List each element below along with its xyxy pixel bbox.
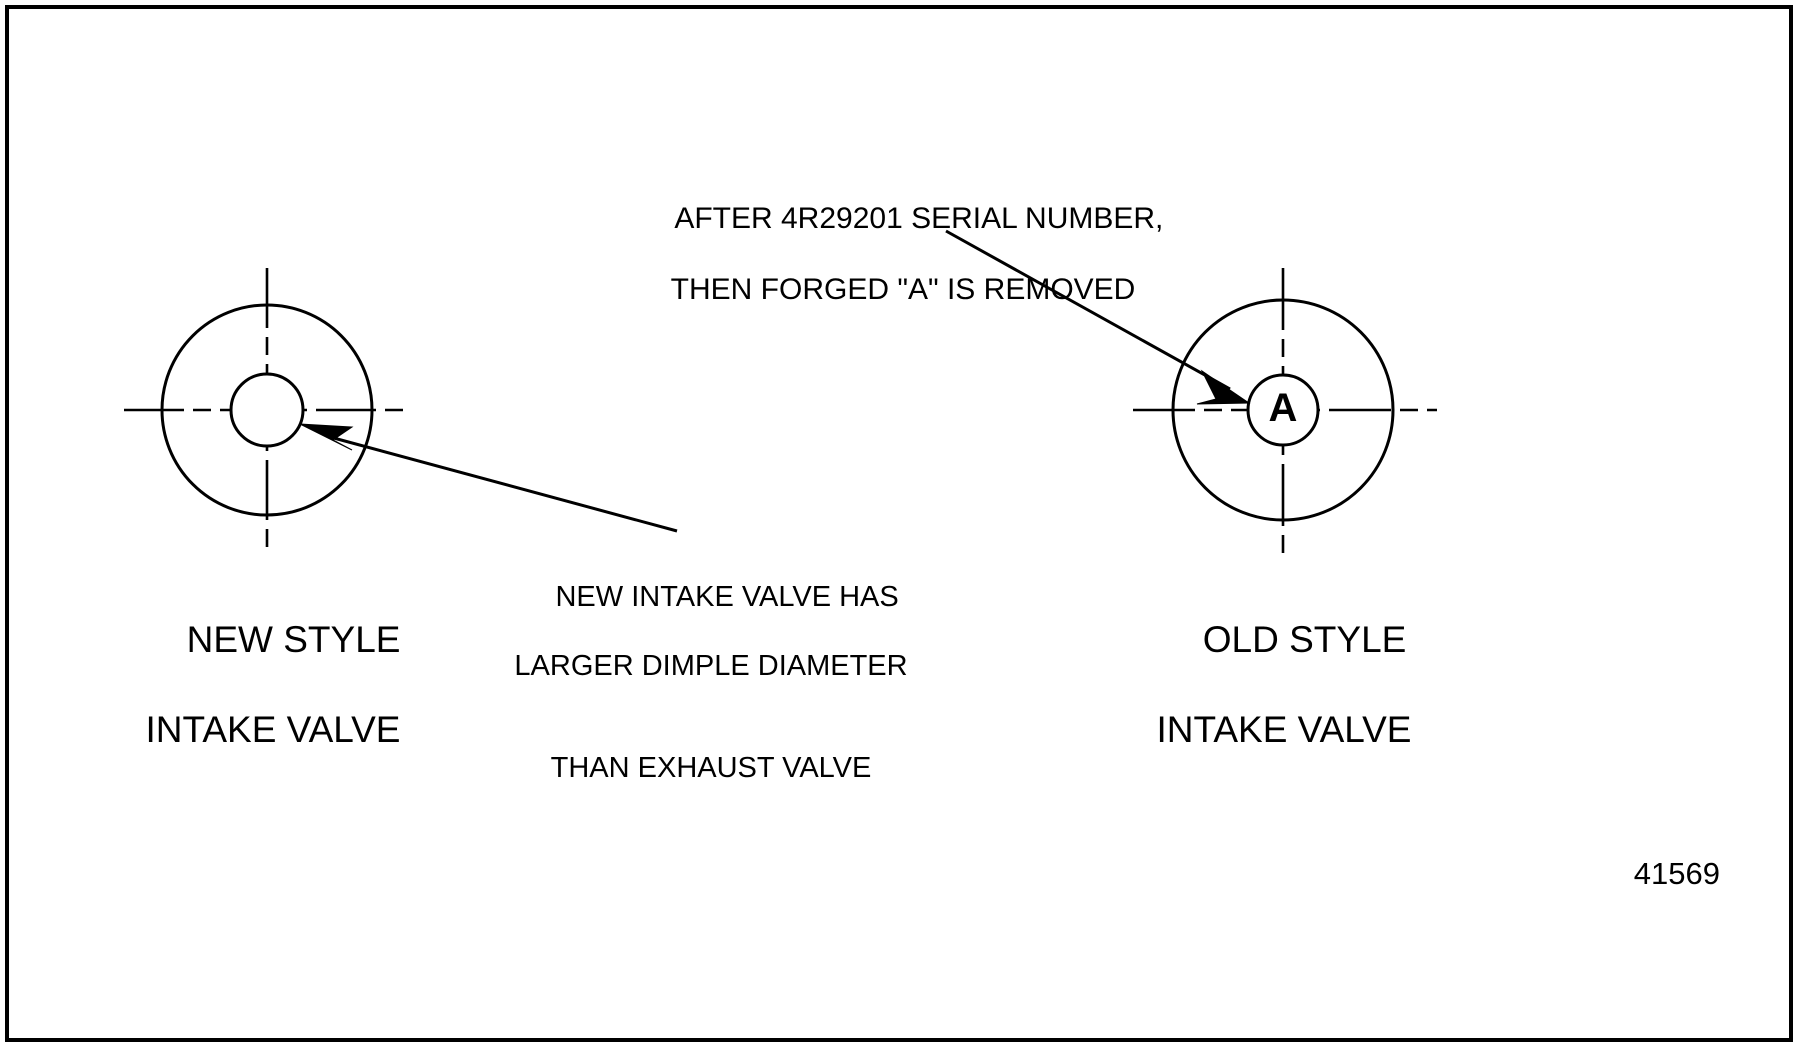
new-style-caption-line-1: NEW STYLE — [186, 619, 401, 661]
old-style-valve-caption: OLD STYLE INTAKE VALVE — [1008, 572, 1560, 843]
diagram-border-frame — [5, 5, 1793, 1042]
top-leader-shaft — [945, 229, 1231, 391]
figure-number: 41569 — [1633, 856, 1720, 891]
new-style-valve-caption: NEW STYLE INTAKE VALVE — [0, 572, 546, 843]
middle-note-leader-line — [299, 423, 678, 533]
middle-note-line-3: THAN EXHAUST VALVE — [550, 752, 872, 785]
old-style-valve-graphic — [1133, 268, 1437, 553]
middle-note-line-1: NEW INTAKE VALVE HAS — [555, 581, 899, 614]
top-leader-arrowhead — [1196, 369, 1251, 405]
middle-note-line-2: LARGER DIMPLE DIAMETER — [514, 649, 908, 682]
old-style-caption-line-2: INTAKE VALVE — [1156, 709, 1412, 751]
new-valve-dimple-circle — [229, 372, 305, 448]
middle-leader-shaft — [329, 435, 678, 533]
old-valve-outer-circle — [1171, 298, 1395, 522]
new-style-caption-line-2: INTAKE VALVE — [145, 709, 401, 751]
top-note-text: AFTER 4R29201 SERIAL NUMBER, THEN FORGED… — [503, 166, 1303, 378]
new-style-valve-graphic — [124, 268, 412, 553]
new-valve-outer-circle — [160, 303, 374, 517]
old-style-caption-line-1: OLD STYLE — [1202, 619, 1407, 661]
middle-leader-arrowhead — [299, 423, 354, 451]
top-note-line-1: AFTER 4R29201 SERIAL NUMBER, — [674, 202, 1164, 236]
forged-a-mark: A — [1268, 386, 1298, 430]
old-valve-dimple-circle — [1246, 373, 1320, 447]
top-note-leader-line — [945, 229, 1251, 405]
middle-note-text: NEW INTAKE VALVE HAS LARGER DIMPLE DIAME… — [311, 546, 1111, 854]
top-note-line-2: THEN FORGED "A" IS REMOVED — [670, 273, 1136, 307]
